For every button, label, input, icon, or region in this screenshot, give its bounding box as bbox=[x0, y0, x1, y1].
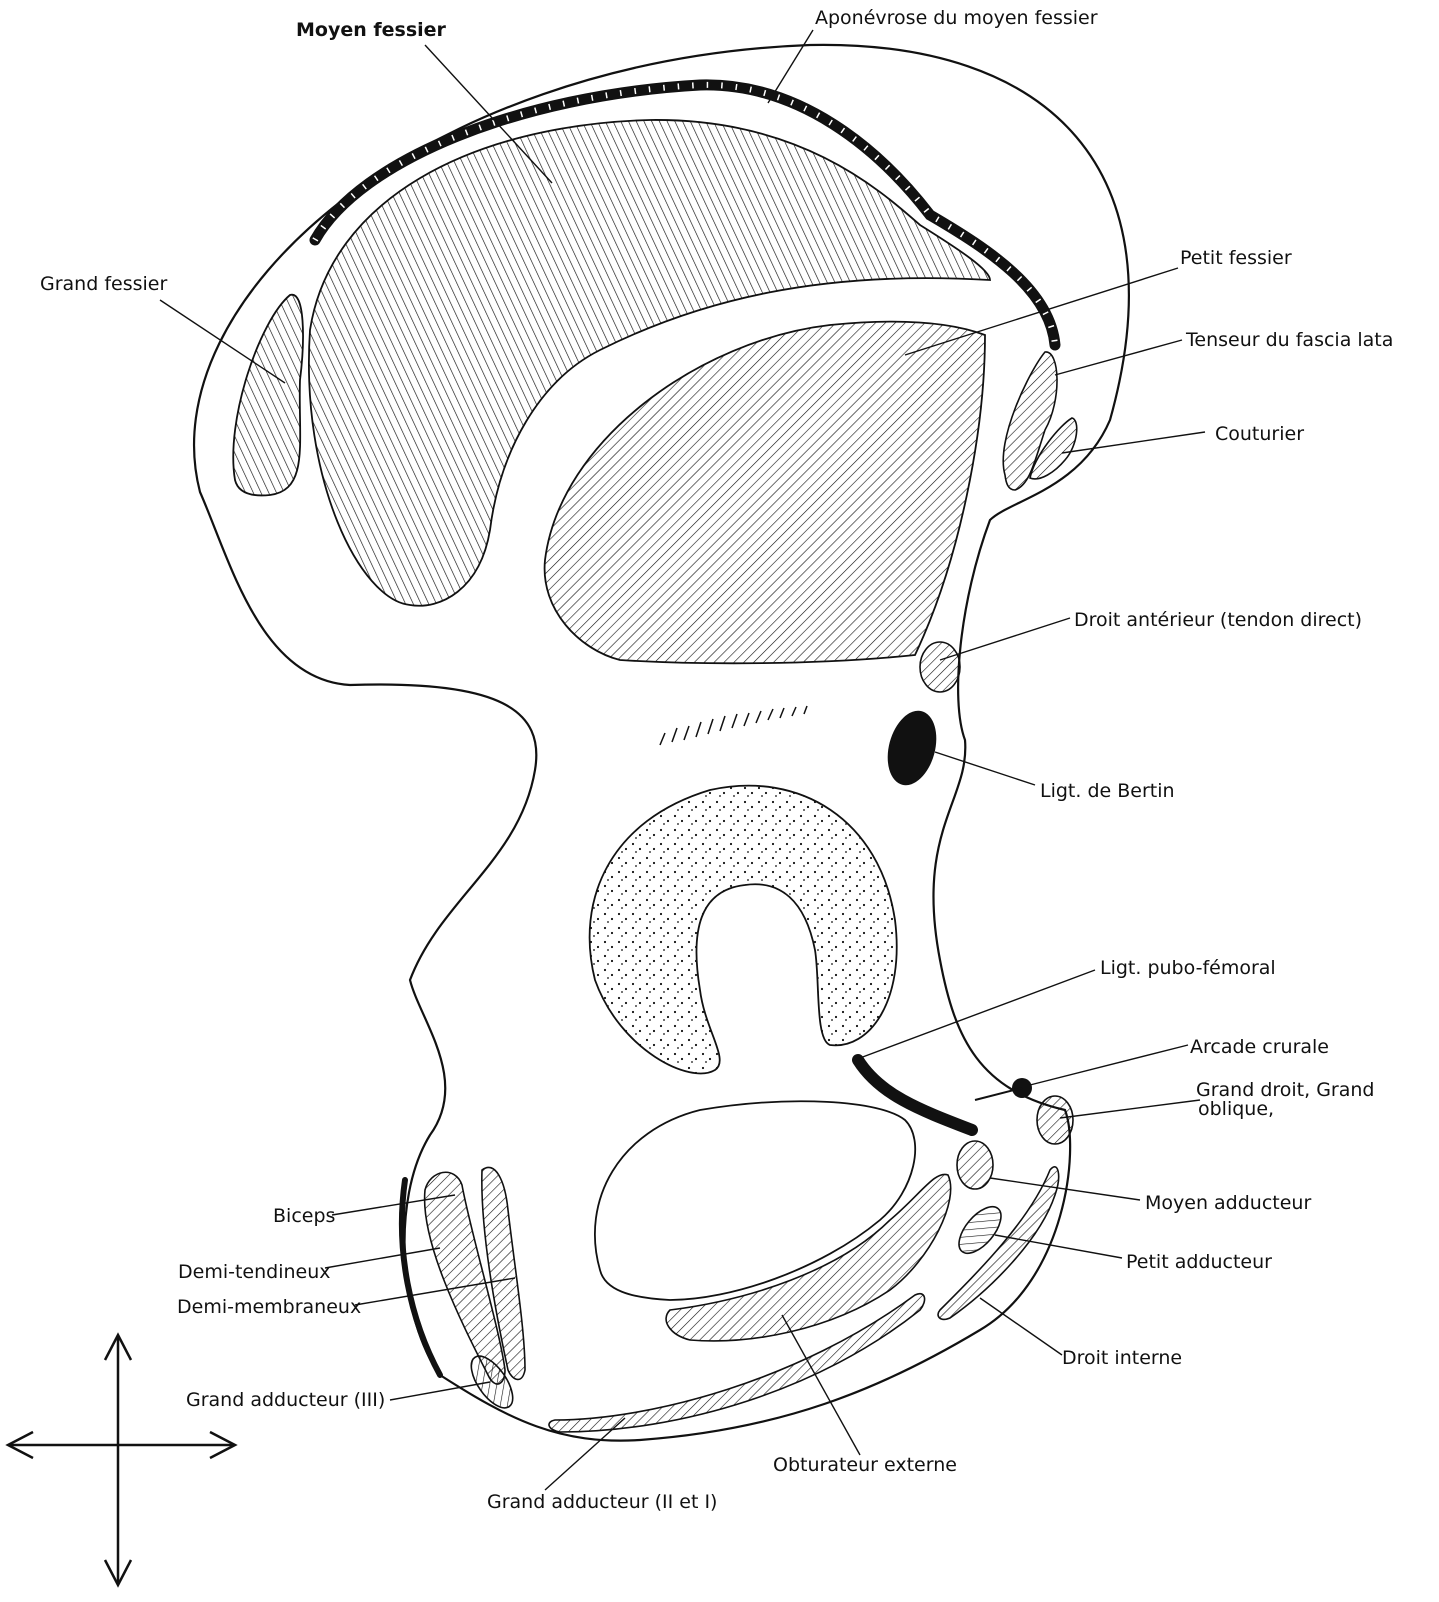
label-arcade: Arcade crurale bbox=[1190, 1036, 1329, 1058]
label-droit-anterieur: Droit antérieur (tendon direct) bbox=[1074, 609, 1362, 631]
label-moyen-fessier: Moyen fessier bbox=[296, 19, 447, 41]
label-ligt-pubo: Ligt. pubo-fémoral bbox=[1100, 957, 1276, 979]
label-demi-tendineux: Demi-tendineux bbox=[178, 1261, 331, 1283]
label-obturateur: Obturateur externe bbox=[773, 1454, 957, 1476]
label-grand-droit-2: oblique, bbox=[1198, 1098, 1274, 1120]
label-moyen-adducteur: Moyen adducteur bbox=[1145, 1192, 1311, 1214]
orientation-cross bbox=[8, 1335, 235, 1585]
label-biceps: Biceps bbox=[273, 1205, 335, 1227]
droit-anterieur-muscle bbox=[920, 642, 960, 692]
label-droit-interne: Droit interne bbox=[1062, 1347, 1182, 1369]
label-petit-fessier: Petit fessier bbox=[1180, 247, 1292, 269]
grand-droit-muscle bbox=[1037, 1096, 1073, 1144]
label-grand-fessier: Grand fessier bbox=[40, 273, 167, 295]
label-couturier: Couturier bbox=[1215, 423, 1304, 445]
label-tenseur: Tenseur du fascia lata bbox=[1185, 329, 1393, 351]
label-demi-membraneux: Demi-membraneux bbox=[177, 1296, 361, 1318]
label-petit-adducteur: Petit adducteur bbox=[1126, 1251, 1272, 1273]
label-aponevrose: Aponévrose du moyen fessier bbox=[815, 7, 1098, 29]
moyen-adducteur-muscle bbox=[957, 1141, 993, 1189]
label-grand-adducteur-iii: Grand adducteur (III) bbox=[186, 1389, 385, 1411]
label-grand-adducteur-ii-i: Grand adducteur (II et I) bbox=[487, 1491, 717, 1513]
label-ligt-bertin: Ligt. de Bertin bbox=[1040, 780, 1175, 802]
